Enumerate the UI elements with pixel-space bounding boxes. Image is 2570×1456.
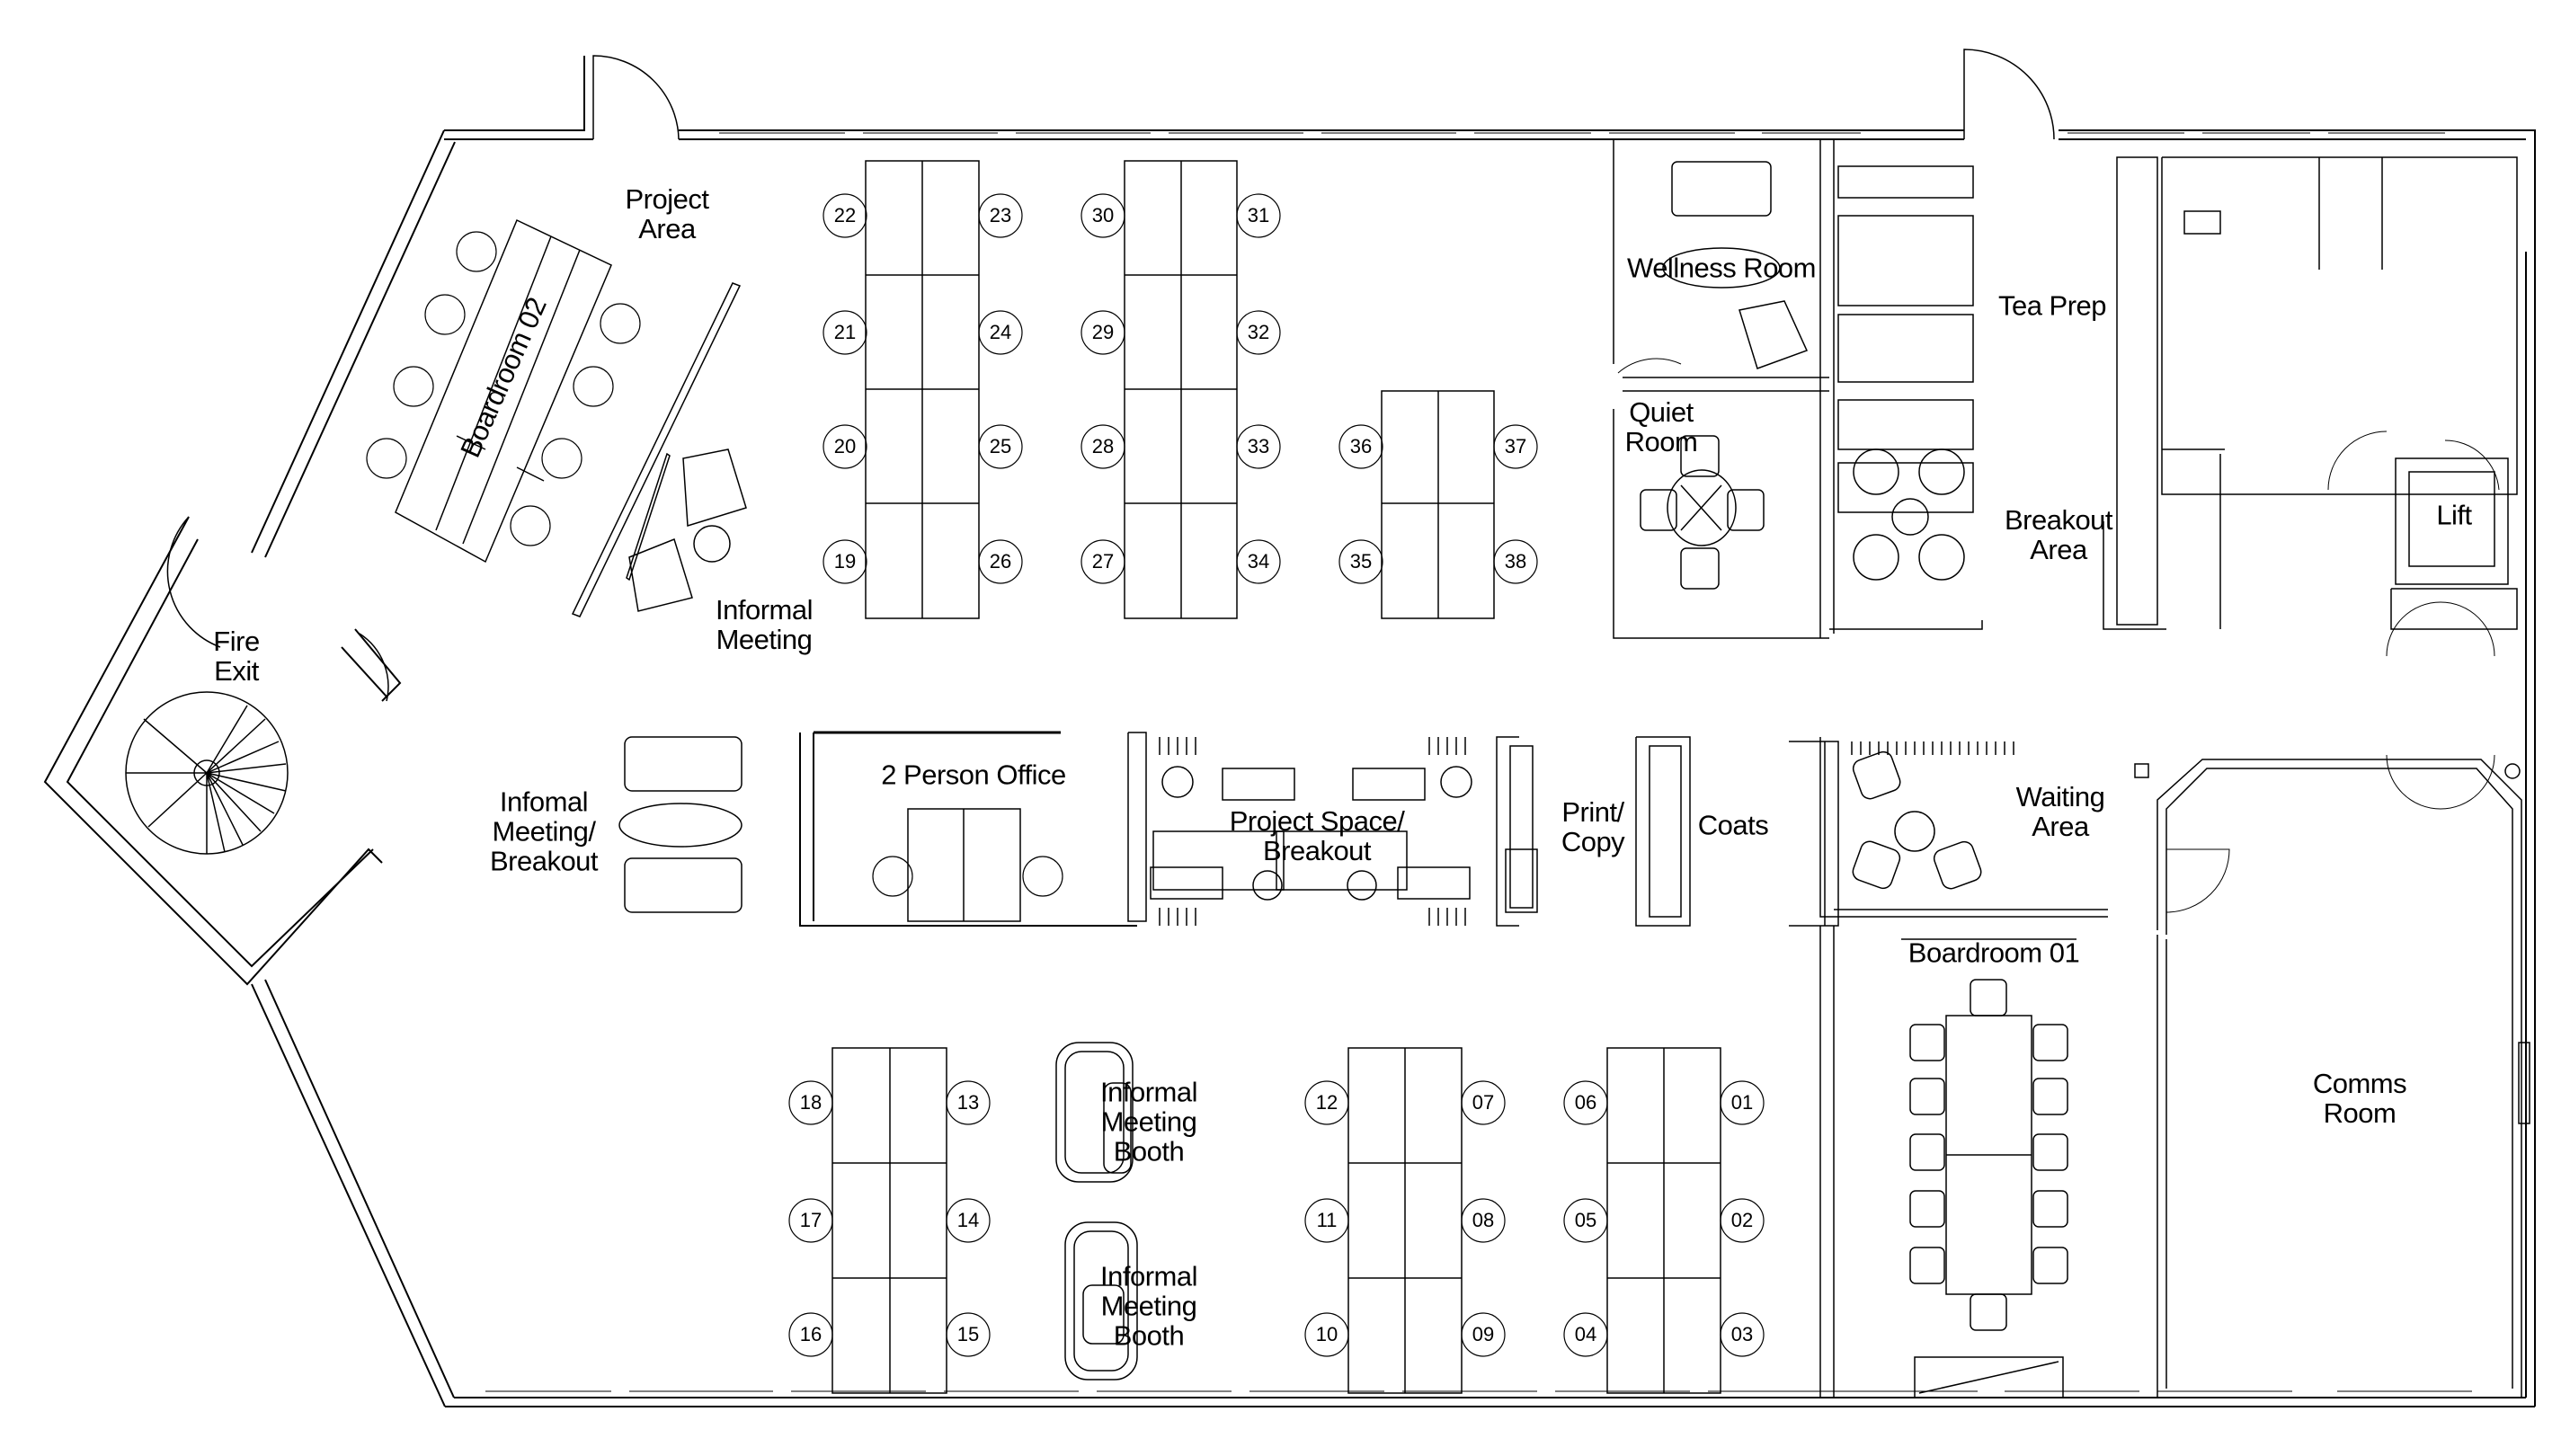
label-meeting-booth-1: Informal Meeting Booth: [1100, 1076, 1197, 1167]
spiral-stair: [125, 691, 289, 855]
label-project-space-breakout: Project Space/ Breakout: [1229, 805, 1405, 866]
informal-meeting-furniture: [571, 282, 747, 617]
label-two-person-office: 2 Person Office: [881, 759, 1066, 791]
label-lift: Lift: [2436, 499, 2472, 531]
desk-number: 14: [956, 1209, 980, 1231]
desk-number: 03: [1730, 1323, 1754, 1345]
label-waiting-area: Waiting Area: [2015, 781, 2105, 842]
desk-number: 27: [1091, 550, 1115, 573]
label-fire-exit: Fire Exit: [213, 626, 260, 687]
desk-number: 29: [1091, 321, 1115, 343]
boardroom-02-table: [366, 218, 641, 564]
desk-number: 08: [1472, 1209, 1495, 1231]
desk-number: 07: [1472, 1091, 1495, 1114]
label-print-copy: Print/ Copy: [1561, 796, 1625, 857]
desk-number: 24: [989, 321, 1012, 343]
wellness-quiet-rooms: [1613, 139, 1835, 639]
desk-number: 37: [1504, 435, 1527, 457]
desk-number: 10: [1315, 1323, 1338, 1345]
desk-number: 34: [1247, 550, 1270, 573]
desk-number: 25: [989, 435, 1012, 457]
desk-number: 11: [1316, 1209, 1338, 1231]
label-comms-room: Comms Room: [2312, 1068, 2407, 1129]
label-wellness-room: Wellness Room: [1626, 252, 1817, 284]
label-coats: Coats: [1697, 809, 1769, 841]
tea-prep-breakout: [1829, 156, 2166, 630]
desk-number: 30: [1091, 204, 1115, 226]
desk-number: 16: [799, 1323, 823, 1345]
desk-number: 17: [799, 1209, 823, 1231]
boardroom-01: [1819, 926, 2076, 1398]
desk-number: 13: [956, 1091, 980, 1114]
breakout-sofas: [618, 736, 743, 913]
desk-number: 31: [1247, 204, 1270, 226]
label-breakout-area: Breakout Area: [2004, 504, 2113, 565]
label-tea-prep: Tea Prep: [1997, 289, 2107, 322]
waiting-area: [1819, 737, 2108, 918]
label-meeting-booth-2: Informal Meeting Booth: [1100, 1260, 1197, 1352]
outer-walls: [43, 49, 2536, 1407]
two-person-office: [799, 731, 1137, 927]
label-boardroom-01: Boardroom 01: [1907, 937, 2080, 969]
desk-number: 02: [1730, 1209, 1754, 1231]
desk-number: 09: [1472, 1323, 1495, 1345]
label-project-area: Project Area: [625, 183, 709, 244]
meeting-booths: [1055, 1042, 1138, 1381]
desk-number: 20: [833, 435, 857, 457]
label-informal-meeting: Informal Meeting: [716, 594, 813, 655]
desk-number: 18: [799, 1091, 823, 1114]
desk-number: 22: [833, 204, 857, 226]
desk-number: 28: [1091, 435, 1115, 457]
desk-number: 23: [989, 204, 1012, 226]
desk-number: 21: [833, 321, 857, 343]
desk-number: 01: [1730, 1091, 1754, 1114]
desk-number: 15: [956, 1323, 980, 1345]
desk-number: 33: [1247, 435, 1270, 457]
desk-number: 12: [1315, 1091, 1338, 1114]
project-space: [1127, 732, 1472, 926]
desk-number: 38: [1504, 550, 1527, 573]
comms-room: [2134, 759, 2530, 1398]
print-copy-coats: [1496, 736, 1839, 927]
desk-number: 26: [989, 550, 1012, 573]
desk-number: 19: [833, 550, 857, 573]
desk-number: 04: [1574, 1323, 1597, 1345]
desk-number: 35: [1349, 550, 1373, 573]
desk-number: 06: [1574, 1091, 1597, 1114]
label-quiet-room: Quiet Room: [1624, 396, 1698, 457]
desk-number: 05: [1574, 1209, 1597, 1231]
desk-number: 36: [1349, 435, 1373, 457]
desk-chairs: [788, 193, 1765, 1357]
desk-number: 32: [1247, 321, 1270, 343]
wc-lift-core: [2161, 156, 2518, 810]
label-informal-meeting-breakout: Infomal Meeting/ Breakout: [489, 786, 599, 877]
